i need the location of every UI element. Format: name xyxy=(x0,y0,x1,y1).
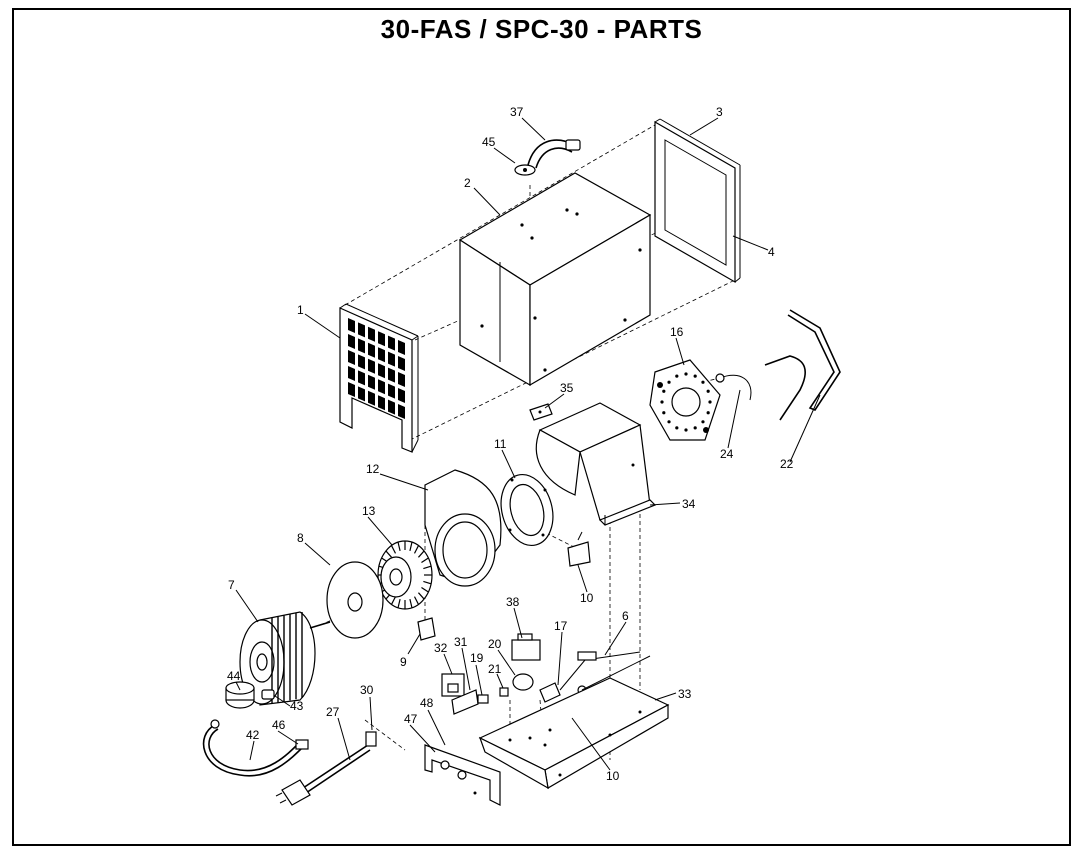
callout-labels: 1 2 3 4 6 7 8 9 10 10 11 12 13 16 17 19 … xyxy=(227,105,794,783)
callout-34: 34 xyxy=(682,497,696,511)
capacitor-part xyxy=(225,681,275,709)
callout-9: 9 xyxy=(400,655,407,669)
callout-12: 12 xyxy=(366,462,380,476)
callout-38: 38 xyxy=(506,595,520,609)
wire-cord-parts xyxy=(715,309,841,421)
housing-cover-part xyxy=(458,172,652,387)
clip-part xyxy=(529,403,553,421)
callout-16: 16 xyxy=(670,325,684,339)
callout-2: 2 xyxy=(464,176,471,190)
callout-10-upper: 10 xyxy=(580,591,594,605)
callout-4: 4 xyxy=(768,245,775,259)
callout-22: 22 xyxy=(780,457,794,471)
callout-7: 7 xyxy=(228,578,235,592)
callout-46: 46 xyxy=(272,718,286,732)
callout-19: 19 xyxy=(470,651,484,665)
motor-part xyxy=(239,611,331,706)
callout-45: 45 xyxy=(482,135,496,149)
callout-47: 47 xyxy=(404,712,418,726)
callout-8: 8 xyxy=(297,531,304,545)
motor-disc-part xyxy=(326,561,384,639)
callout-37: 37 xyxy=(510,105,524,119)
callout-30: 30 xyxy=(360,683,374,697)
blower-wheel-part xyxy=(377,540,433,610)
drawing-border xyxy=(12,8,1071,846)
callout-21: 21 xyxy=(488,662,502,676)
back-frame-part xyxy=(654,118,741,284)
callout-44: 44 xyxy=(227,669,241,683)
motor-plate-part xyxy=(649,359,721,441)
callout-48: 48 xyxy=(420,696,434,710)
blower-shroud-part xyxy=(535,402,657,526)
callout-31: 31 xyxy=(454,635,468,649)
base-pan-part xyxy=(424,677,670,806)
callout-42: 42 xyxy=(246,728,260,742)
callout-32: 32 xyxy=(434,641,448,655)
callout-11: 11 xyxy=(494,437,507,451)
callout-27: 27 xyxy=(326,705,340,719)
callout-17: 17 xyxy=(554,619,568,633)
callout-10-lower: 10 xyxy=(606,769,620,783)
callout-43: 43 xyxy=(290,699,304,713)
front-grille-part xyxy=(339,303,419,453)
page-title: 30-FAS / SPC-30 - PARTS xyxy=(380,14,703,44)
blower-housing-part xyxy=(424,469,502,587)
handle-part xyxy=(514,139,581,176)
leader-lines xyxy=(235,117,821,771)
callout-33: 33 xyxy=(678,687,692,701)
gasket-ring-part xyxy=(500,474,554,546)
callout-24: 24 xyxy=(720,447,734,461)
power-cord-part xyxy=(275,731,377,806)
callout-20: 20 xyxy=(488,637,502,651)
callout-1: 1 xyxy=(297,303,304,317)
flex-cable-part xyxy=(202,719,309,777)
callout-13: 13 xyxy=(362,504,376,518)
callout-35: 35 xyxy=(560,381,574,395)
callout-6: 6 xyxy=(622,609,629,623)
callout-3: 3 xyxy=(716,105,723,119)
